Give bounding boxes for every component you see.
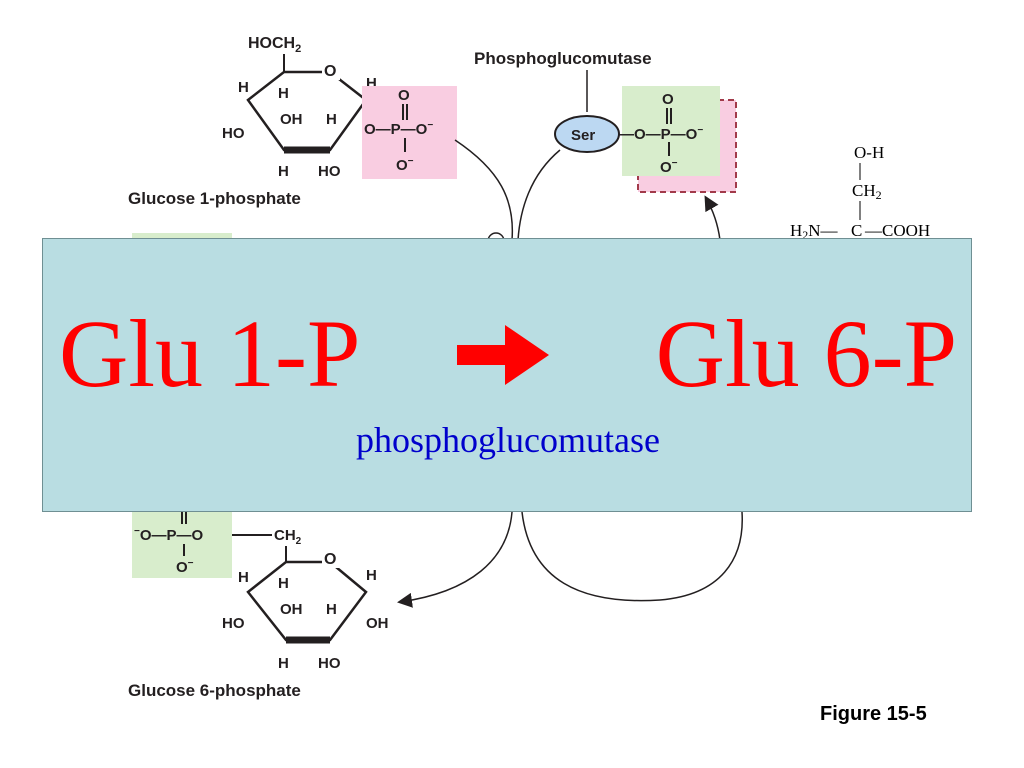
serine-residue [554, 115, 620, 153]
svg-text:H: H [326, 111, 337, 128]
product-text: Glu 6-P [655, 300, 957, 407]
svg-text:O: O [324, 63, 336, 80]
svg-text:H: H [366, 567, 377, 584]
glucose-6-phosphate-structure: −O—P—O O− CH2 O H H H HO OH H OH H HO Gl… [128, 512, 389, 700]
svg-text:O: O [398, 87, 410, 104]
svg-text:O-H: O-H [854, 143, 884, 162]
svg-text:HO: HO [318, 655, 341, 672]
svg-text:O: O [662, 91, 674, 108]
svg-text:O—P—O−: O—P—O− [364, 120, 433, 138]
svg-text:OH: OH [280, 111, 303, 128]
figure-label: Figure 15-5 [820, 703, 927, 725]
reactant-text: Glu 1-P [59, 300, 361, 407]
serine-formula: O-H CH2 H2N— C —COOH [790, 143, 930, 242]
svg-text:H: H [278, 163, 289, 180]
enzyme-title: Phosphoglucomutase [474, 49, 652, 68]
svg-text:HO: HO [222, 125, 245, 142]
svg-text:OH: OH [280, 601, 303, 618]
svg-text:H: H [278, 575, 289, 592]
glucose-6-phosphate-label: Glucose 6-phosphate [128, 681, 301, 700]
hoch2-label: HOCH2 [248, 35, 301, 55]
svg-text:—COOH: —COOH [864, 221, 930, 240]
svg-text:O: O [324, 551, 336, 568]
svg-text:H2N—: H2N— [790, 221, 839, 242]
svg-text:HO: HO [222, 615, 245, 632]
svg-text:C: C [851, 221, 862, 240]
svg-text:H: H [366, 75, 377, 92]
enzyme-structure: Phosphoglucomutase Ser —O—P—O− O O− [474, 49, 737, 193]
svg-text:H: H [238, 79, 249, 96]
svg-text:OH: OH [366, 615, 389, 632]
svg-text:HO: HO [318, 163, 341, 180]
glucose-1-phosphate-structure: HOCH2 O H H H HO OH H H HO O—P—O− O O− G… [128, 35, 457, 208]
svg-text:H: H [278, 85, 289, 102]
svg-text:H: H [238, 569, 249, 586]
ser-label: Ser [571, 127, 595, 144]
enzyme-name: phosphoglucomutase [356, 420, 660, 460]
reaction-arrow-icon [457, 325, 549, 385]
summary-overlay: Glu 1-P Glu 6-P phosphoglucomutase [42, 238, 972, 512]
svg-text:H: H [326, 601, 337, 618]
svg-text:—O—P—O−: —O—P—O− [619, 125, 703, 143]
svg-text:CH2: CH2 [274, 527, 302, 547]
svg-text:−O—P—O: −O—P—O [134, 526, 204, 544]
glucose-1-phosphate-label: Glucose 1-phosphate [128, 189, 301, 208]
reaction-equation: Glu 1-P Glu 6-P [43, 299, 973, 409]
svg-text:H: H [278, 655, 289, 672]
svg-text:CH2: CH2 [852, 181, 882, 202]
